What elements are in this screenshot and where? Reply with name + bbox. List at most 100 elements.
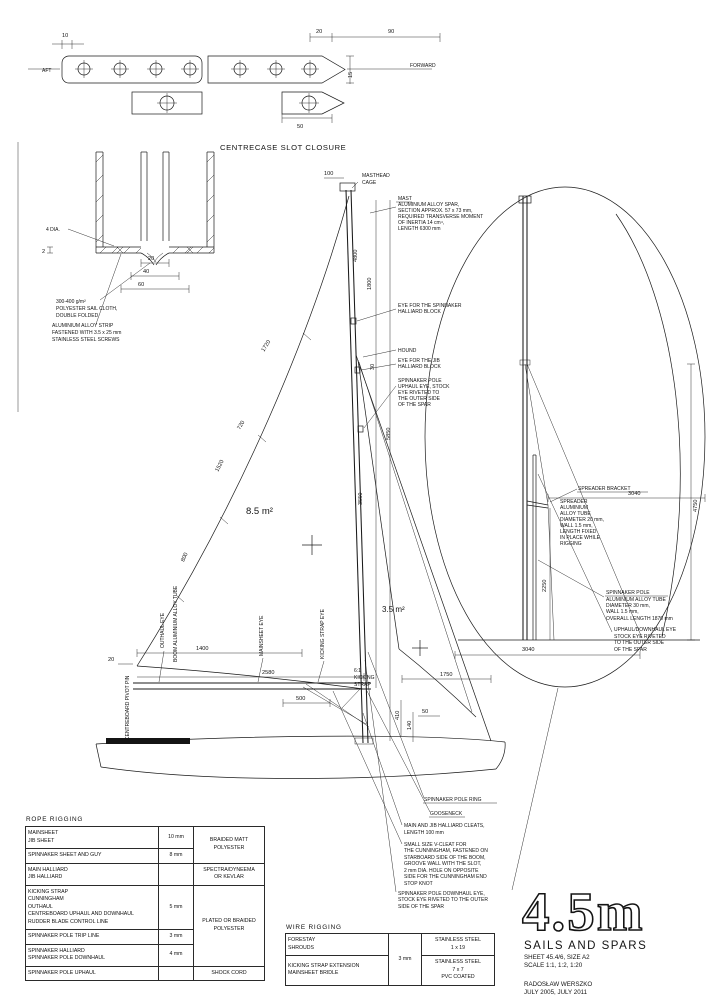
rope-items-cell: SPINNAKER POLE UPHAUL (25, 965, 159, 981)
kicking-label: STRAP (354, 682, 371, 688)
pole-uphaul-note: THE OUTER SIDE (398, 396, 441, 402)
dim-410: 410 (395, 711, 401, 720)
dim-1720: 1720 (261, 339, 273, 353)
author-name: RADOSŁAW WERSZKO (524, 981, 592, 988)
vcleat-note: STARBOARD SIDE OF THE BOOM, (404, 855, 486, 861)
dim-720: 720 (237, 420, 247, 431)
dim-100: 100 (324, 171, 333, 177)
jib-eye-note: HALLIARD BLOCK (398, 364, 441, 370)
pole-downhaul-note: SIDE OF THE SPAR (398, 904, 444, 910)
mainsail-area: 8.5 m² (246, 506, 273, 517)
masthead-label: MASTHEAD (362, 173, 390, 179)
dim-20b: 20 (148, 256, 154, 262)
pole-downhaul-note: STOCK EYE RIVETED TO THE OUTER (398, 897, 488, 903)
cloth-note-line: DOUBLE FOLDED (56, 313, 99, 319)
outhaul-eye-label: OUTHAUL EYE (160, 612, 166, 648)
kicking-eye-label: KICKING STRAP EYE (320, 608, 326, 659)
wire-size-cell: 3 mm (388, 933, 422, 986)
dim-60: 60 (138, 282, 144, 288)
dim-15: 15 (348, 72, 354, 78)
spreader-note-line: RIGGING (560, 541, 582, 547)
mast-note-line: SECTION APPROX. 57 x 73 mm, (398, 208, 472, 214)
kicking-label: KICKING (354, 675, 375, 681)
dim-5850: 5850 (386, 428, 392, 440)
pole-note-line: WALL 1.5 mm, (606, 609, 639, 615)
mainsheet-eye-label: MAINSHEET EYE (259, 615, 265, 656)
dim-50b: 50 (422, 709, 428, 715)
eye-note-line: UPHAUL/DOWNHAUL EYE (614, 627, 677, 633)
sailplan-drawing (95, 177, 559, 893)
pole-note-line: DIAMETER 30 mm, (606, 603, 650, 609)
rope-material-cell: SHOCK CORD (193, 965, 265, 981)
pole-note-line: ALUMINIUM ALLOY TUBE (606, 597, 666, 603)
mast-note-line: REQUIRED TRANSVERSE MOMENT (398, 214, 483, 220)
hound-label: HOUND (398, 348, 417, 354)
vcleat-note: SIDE FOR THE CUNNINGHAM END (404, 874, 487, 880)
rope-items-cell: SPINNAKER POLE TRIP LINE (25, 929, 159, 945)
rope-rigging-title: ROPE RIGGING (26, 816, 84, 823)
pole-downhaul-note: SPINNAKER POLE DOWNHAUL EYE, (398, 891, 485, 897)
cleats-note: MAIN AND JIB HALLIARD CLEATS, (404, 823, 484, 829)
pole-uphaul-note: SPINNAKER POLE (398, 378, 442, 384)
dim-1750: 1750 (440, 672, 452, 678)
table-row: SPINNAKER POLE UPHAUL SHOCK CORD (25, 965, 265, 981)
spinnaker-eye-note: EYE FOR THE SPINNAKER (398, 303, 462, 309)
spreader-note-line: ALLOY TUBE (560, 511, 591, 517)
pole-uphaul-note: EYE RIVETED TO (398, 390, 439, 396)
jib-eye-note: EYE FOR THE JIB (398, 358, 441, 364)
spreader-bracket-label: SPREADER BRACKET (578, 486, 631, 492)
dim-1800: 1800 (367, 278, 373, 290)
mast-note-line: OF INERTIA 14 cm⁴, (398, 220, 444, 226)
dim-20: 20 (316, 29, 322, 35)
rope-size-cell: 5 mm (158, 884, 194, 930)
mast-note-line: MAST (398, 196, 412, 202)
dim-3040-top: 3040 (628, 491, 640, 497)
dim-2580: 2580 (262, 670, 274, 676)
dim-50: 50 (297, 124, 303, 130)
slot-section-detail (47, 151, 215, 325)
dim-4750: 4750 (693, 500, 699, 512)
dim-3040-bottom: 3040 (522, 647, 534, 653)
strip-note-line: FASTENED WITH 3.5 x 25 mm (52, 330, 121, 336)
dim-30: 30 (370, 364, 376, 370)
dim-3550: 3550 (358, 493, 364, 505)
kicking-label: 6:1 (354, 668, 361, 674)
rope-size-cell: 4 mm (158, 943, 194, 967)
pole-note-line: OVERALL LENGTH 1870 mm (606, 616, 673, 622)
rope-size-cell: 3 mm (158, 929, 194, 945)
dim-140: 140 (407, 721, 413, 730)
vcleat-note: STOP KNOT (404, 881, 433, 887)
cloth-note-line: 300-400 g/m² (56, 299, 86, 305)
vcleat-note: SMALL SIZE V-CLEAT FOR (404, 842, 467, 848)
aft-label: AFT (42, 68, 51, 74)
section-title: CENTRECASE SLOT CLOSURE (220, 143, 346, 152)
vcleat-note: 2 mm DIA. HOLE ON OPPOSITE (404, 868, 479, 874)
mast-note-line: ALUMINIUM ALLOY SPAR, (398, 202, 459, 208)
spreader-note-line: DIAMETER 20 mm, (560, 517, 604, 523)
spreader-note-line: LENGTH FIXED (560, 529, 597, 535)
wire-rigging-title: WIRE RIGGING (286, 924, 342, 931)
rope-size-cell (158, 965, 194, 981)
eye-note-line: OF THE SPAR (614, 647, 647, 653)
cleats-note: LENGTH 100 mm (404, 830, 444, 836)
boom-note-label: BOOM ALUMINIUM ALLOY TUBE (173, 585, 179, 662)
sheet-scale: SCALE 1:1, 1:2, 1:20 (524, 962, 583, 969)
eye-note-line: TO THE OUTER SIDE (614, 640, 665, 646)
dim-1520: 1520 (214, 459, 225, 473)
dim-4800: 4800 (353, 250, 359, 262)
gooseneck-label: GOOSENECK (430, 811, 463, 817)
